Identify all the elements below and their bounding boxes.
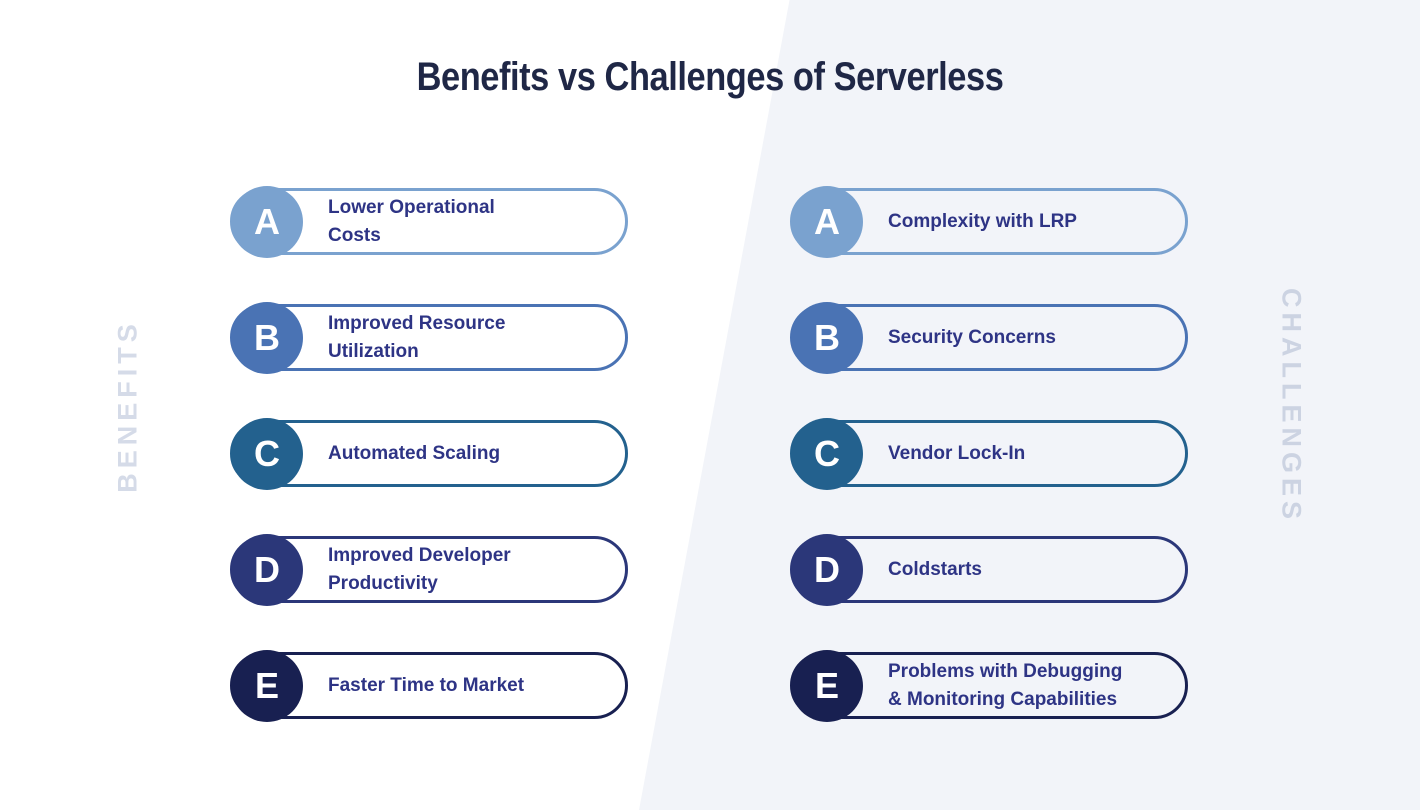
challenge-item-e: E Problems with Debugging & Monitoring C… [790, 649, 1188, 722]
challenge-item-c: C Vendor Lock-In [790, 417, 1188, 490]
letter-badge-c: C [791, 417, 863, 490]
challenge-label: Vendor Lock-In [888, 442, 1026, 464]
benefits-side-label: BENEFITS [112, 319, 143, 493]
challenge-label: Coldstarts [888, 558, 982, 580]
letter-badge-d: D [231, 533, 303, 606]
benefit-item-a: A Lower Operational Costs [230, 185, 628, 258]
benefit-label: Improved Resource Utilization [328, 312, 506, 362]
benefit-item-e: E Faster Time to Market [230, 649, 628, 722]
page-title: Benefits vs Challenges of Serverless [416, 55, 1004, 99]
benefits-column: A Lower Operational Costs B Improved Res… [230, 185, 628, 722]
letter-badge-d: D [791, 533, 863, 606]
benefit-label: Faster Time to Market [328, 674, 525, 696]
challenge-item-a: A Complexity with LRP [790, 185, 1188, 258]
letter-badge-e: E [231, 649, 303, 722]
letter-badge-b: B [231, 301, 303, 374]
benefit-label: Automated Scaling [328, 442, 501, 464]
letter-badge-b: B [791, 301, 863, 374]
challenge-label: Problems with Debugging & Monitoring Cap… [888, 660, 1123, 710]
challenge-item-d: D Coldstarts [790, 533, 1188, 606]
challenge-item-b: B Security Concerns [790, 301, 1188, 374]
challenges-side-label: CHALLENGES [1276, 287, 1307, 525]
benefit-item-b: B Improved Resource Utilization [230, 301, 628, 374]
letter-badge-c: C [231, 417, 303, 490]
benefit-item-d: D Improved Developer Productivity [230, 533, 628, 606]
benefit-label: Improved Developer Productivity [328, 544, 511, 594]
challenges-column: A Complexity with LRP B Security Concern… [790, 185, 1188, 722]
challenge-label: Security Concerns [888, 326, 1056, 348]
benefit-item-c: C Automated Scaling [230, 417, 628, 490]
benefit-label: Lower Operational Costs [328, 196, 495, 246]
letter-badge-a: A [791, 185, 863, 258]
challenge-label: Complexity with LRP [888, 210, 1077, 232]
letter-badge-a: A [231, 185, 303, 258]
letter-badge-e: E [791, 649, 863, 722]
